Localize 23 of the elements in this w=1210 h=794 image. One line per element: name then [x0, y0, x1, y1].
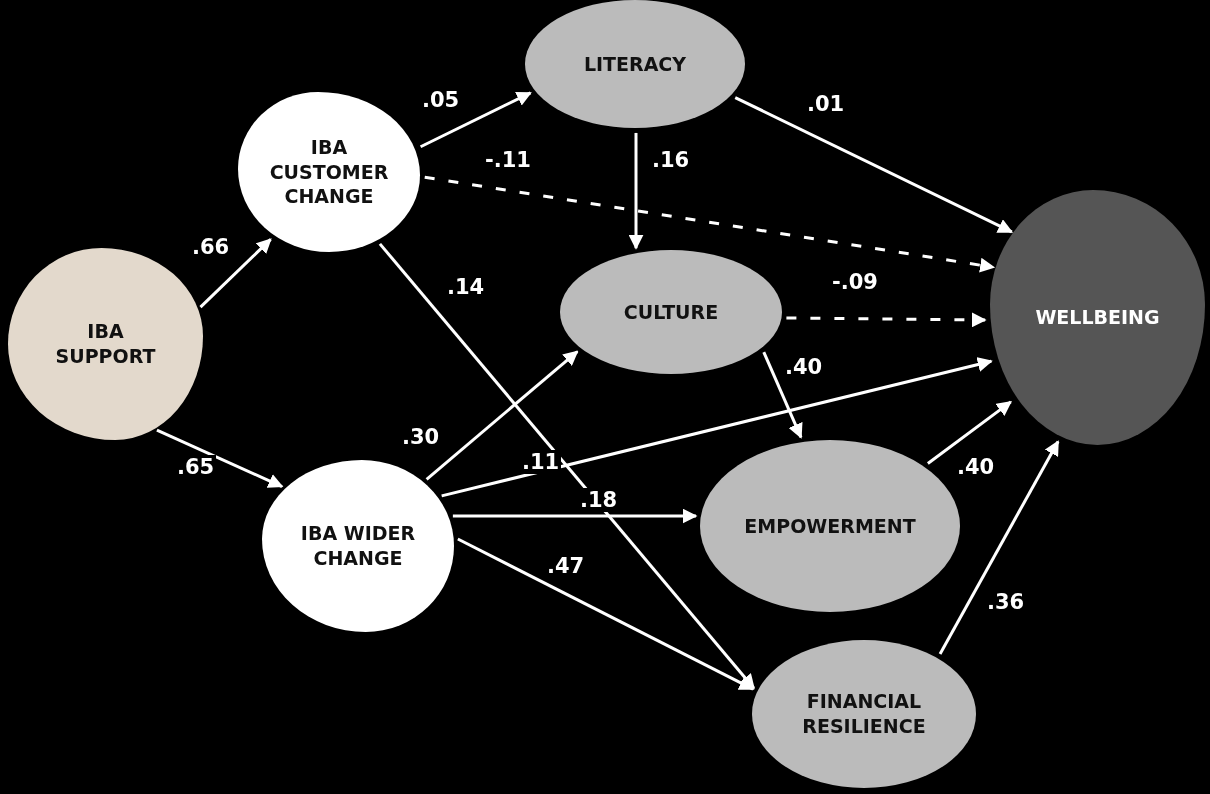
node-label: WELLBEING: [1035, 305, 1160, 330]
dashed-arrow: [786, 312, 987, 328]
node-label: LITERACY: [583, 51, 687, 77]
arrow: [199, 238, 272, 309]
dashed-arrow: [424, 175, 996, 273]
arrow: [452, 508, 698, 524]
arrow: [628, 132, 644, 250]
node-label: IBA CUSTOMER CHANGE: [268, 134, 390, 210]
arrow: [734, 96, 1014, 234]
arrow: [441, 357, 993, 498]
arrow: [419, 91, 532, 149]
arrow: [156, 428, 284, 488]
arrow: [927, 400, 1012, 465]
node-label: IBA WIDER CHANGE: [299, 521, 417, 571]
arrow: [762, 351, 803, 439]
arrow: [938, 440, 1060, 655]
node-label: FINANCIAL RESILIENCE: [801, 689, 927, 739]
node-label: CULTURE: [623, 299, 719, 325]
arrow: [425, 350, 579, 481]
arrow: [457, 537, 755, 691]
arrow: [378, 242, 755, 690]
node-label: IBA SUPPORT: [54, 319, 157, 369]
node-label: EMPOWERMENT: [744, 513, 916, 539]
